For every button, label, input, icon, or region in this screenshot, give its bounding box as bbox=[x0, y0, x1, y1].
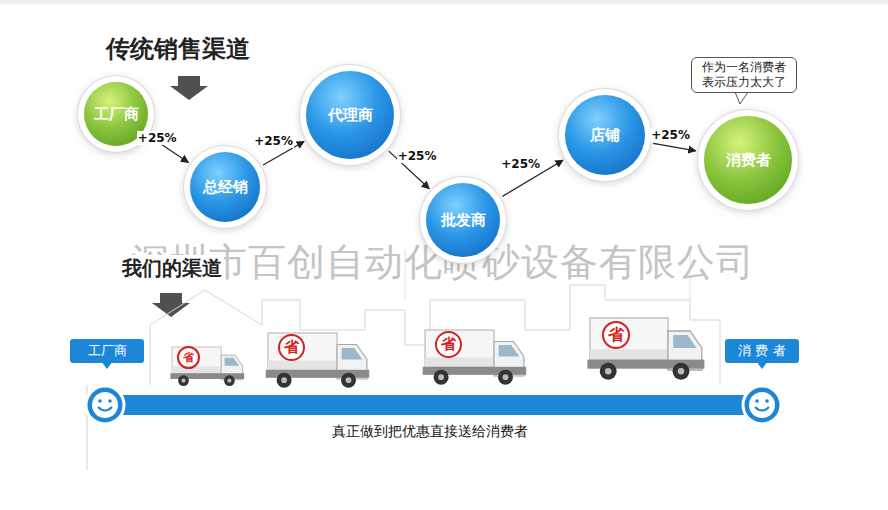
truck-badge: 省 bbox=[435, 331, 462, 358]
cargo-shade bbox=[590, 349, 668, 359]
node-text: 工厂商 bbox=[88, 342, 127, 360]
cab-window bbox=[499, 345, 520, 357]
endpoint-tag: 工厂商 bbox=[70, 339, 144, 363]
bubble-tail bbox=[735, 92, 748, 104]
smiley-face bbox=[86, 386, 124, 424]
cab-window bbox=[224, 358, 239, 366]
truck-illustration bbox=[266, 333, 370, 388]
node-text: 消费者 bbox=[726, 151, 771, 170]
node-text: 工厂商 bbox=[94, 105, 139, 124]
truck-badge: 省 bbox=[278, 334, 305, 361]
channel-circle: 消费者 bbox=[704, 116, 792, 204]
cargo-shade bbox=[268, 361, 337, 370]
markup-label: +25% bbox=[650, 128, 691, 142]
truck-wheel bbox=[673, 363, 690, 380]
cargo-box bbox=[172, 347, 221, 373]
truck-wheel bbox=[498, 370, 513, 385]
wheel-hub bbox=[181, 379, 185, 383]
title-heading: 传统销售渠道 bbox=[106, 33, 250, 65]
wheel-hub bbox=[605, 368, 612, 375]
cab-window bbox=[673, 335, 696, 348]
cargo-shade bbox=[172, 367, 221, 374]
smiley-face bbox=[743, 386, 781, 424]
node-text: 总经销 bbox=[203, 178, 248, 197]
truck-wheel bbox=[224, 375, 235, 386]
bar-caption: 真正做到把优惠直接送给消费者 bbox=[332, 423, 528, 441]
markup-label: +25% bbox=[137, 131, 178, 145]
down-arrow bbox=[152, 293, 190, 317]
wheel-hub bbox=[281, 377, 287, 383]
cargo-box bbox=[425, 330, 494, 367]
speech-bubble: 作为一名消费者 表示压力太大了 bbox=[691, 57, 797, 93]
truck-illustration bbox=[170, 347, 244, 386]
section-heading: 我们的渠道 bbox=[120, 255, 224, 282]
node-text: 店铺 bbox=[590, 126, 620, 145]
wheel-hub bbox=[678, 368, 685, 375]
node-text: 代理商 bbox=[328, 106, 373, 125]
channel-circle: 总经销 bbox=[190, 152, 260, 222]
down-arrow bbox=[170, 76, 208, 100]
truck-wheel bbox=[434, 370, 449, 385]
channel-circle: 批发商 bbox=[426, 183, 500, 257]
channel-circle: 代理商 bbox=[306, 71, 394, 159]
truck-wheel bbox=[341, 373, 356, 388]
node-text: 作为一名消费者 表示压力太大了 bbox=[698, 60, 790, 90]
truck-wheel bbox=[178, 375, 189, 386]
node-text: 批发商 bbox=[441, 211, 486, 230]
truck-badge: 省 bbox=[177, 346, 200, 369]
wheel-hub bbox=[227, 379, 231, 383]
cargo-box bbox=[268, 333, 337, 370]
cargo-shade bbox=[425, 358, 494, 367]
truck-wheel bbox=[600, 363, 617, 380]
wheel-hub bbox=[503, 374, 509, 380]
markup-label: +25% bbox=[253, 134, 294, 148]
wheel-hub bbox=[438, 374, 444, 380]
channel-circle: 店铺 bbox=[565, 95, 645, 175]
truck-illustration bbox=[587, 318, 704, 380]
truck-badge: 省 bbox=[602, 321, 630, 349]
skyline-outline bbox=[150, 285, 720, 385]
truck-group bbox=[170, 318, 704, 388]
wheel-hub bbox=[346, 377, 352, 383]
channel-bar bbox=[98, 395, 766, 415]
truck-illustration bbox=[423, 330, 527, 385]
cargo-box bbox=[590, 318, 668, 360]
node-text: 消 费 者 bbox=[738, 342, 785, 360]
markup-label: +25% bbox=[397, 149, 438, 163]
truck-wheel bbox=[277, 373, 292, 388]
endpoint-tag: 消 费 者 bbox=[725, 339, 799, 363]
top-rule bbox=[0, 0, 888, 4]
cab-window bbox=[342, 348, 363, 360]
markup-label: +25% bbox=[500, 157, 541, 171]
channel-arrow bbox=[653, 143, 696, 150]
